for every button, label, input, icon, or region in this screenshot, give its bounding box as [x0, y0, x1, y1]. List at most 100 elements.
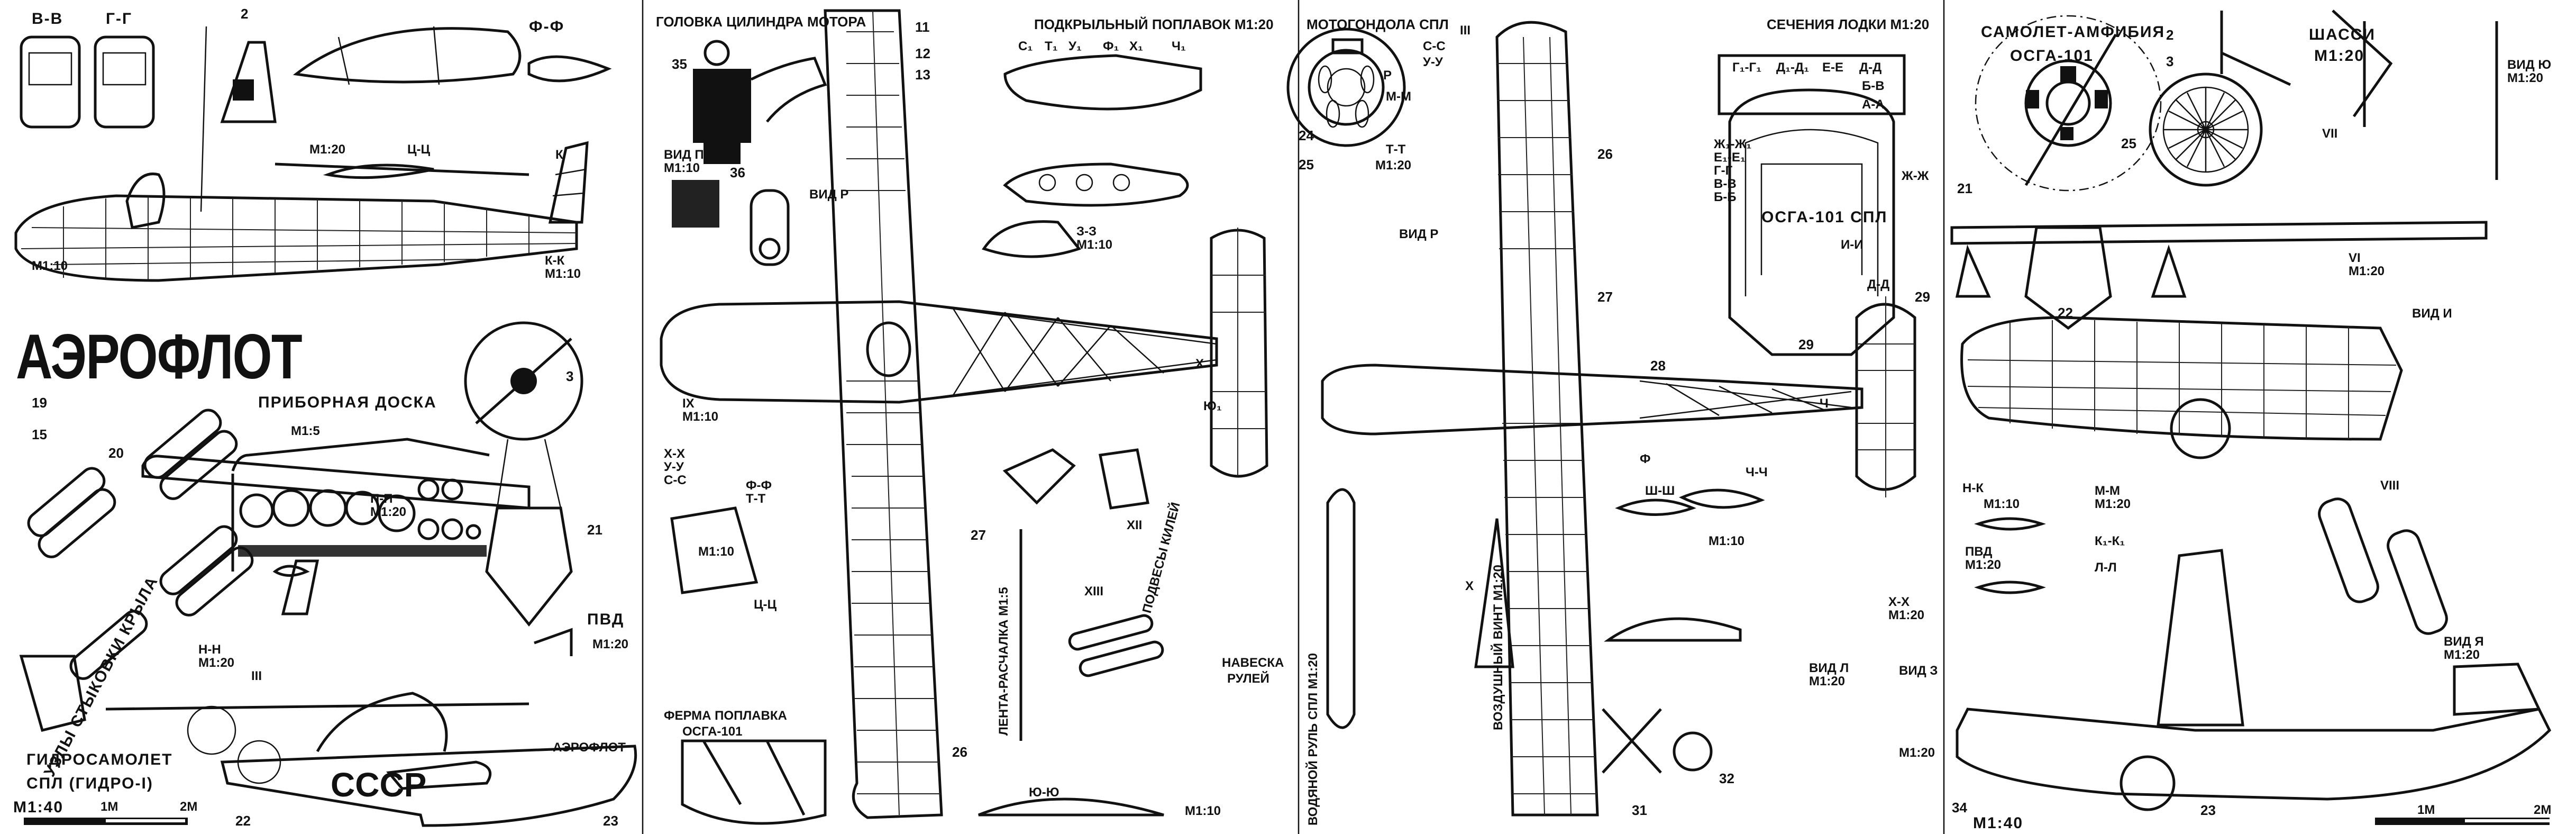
section-label-vv: В-В — [32, 10, 63, 28]
scale-m10: М1:10 — [1709, 534, 1744, 548]
aircraft-subtitle: СПЛ (ГИДРО-I) — [26, 775, 153, 792]
section-nk: Н-К — [1962, 481, 1984, 495]
gauge — [417, 518, 440, 540]
gauge — [441, 518, 463, 540]
view-ya: ВИД Я — [2444, 634, 2484, 649]
float-truss-title: ФЕРМА ПОПЛАВКА — [664, 709, 787, 723]
hydroplane-hull-side — [220, 745, 637, 827]
amphibian-hull-front — [2024, 226, 2112, 330]
hull-section-label: Д-Д — [1867, 277, 1889, 292]
section-chch: Ч-Ч — [1746, 465, 1768, 479]
amphibian-wing-front — [1950, 221, 2488, 245]
cylinder-head-drawing — [693, 40, 827, 164]
tail-fin-lower — [19, 655, 86, 732]
roman-vi-scale: М1:20 — [2349, 264, 2385, 278]
part-number: 20 — [108, 445, 124, 461]
wing-joint-fittings — [27, 409, 254, 680]
part-number: 25 — [1299, 157, 1314, 173]
part-number: 27 — [1597, 289, 1613, 305]
scale-yuyu: М1:10 — [1185, 804, 1221, 818]
view-i: ВИД И — [2412, 306, 2452, 321]
wing-plan-view — [824, 9, 943, 819]
hull-section-label: Г-Г — [1714, 164, 1733, 178]
pilot-figure — [125, 173, 166, 229]
hull-aeroflot: АЭРОФЛОТ — [553, 740, 626, 755]
wing-rib-grid — [846, 10, 940, 815]
strut-fitting — [1602, 708, 1662, 774]
section-cc: С-С — [1423, 39, 1446, 53]
part-number: 15 — [32, 427, 47, 442]
hull-section-label: Ж-Ж — [1901, 169, 1929, 183]
scale-m20b: М1:20 — [1899, 746, 1935, 760]
aircraft-title: ГИДРОСАМОЛЕТ — [26, 751, 172, 768]
part-number: 27 — [971, 527, 986, 543]
section-label-cc: Ц-Ц — [407, 142, 431, 157]
float-side-view — [1003, 54, 1202, 111]
section-cc: С-С — [664, 473, 687, 487]
panel-spl: В-В Г-Г Ф-Ф М1:20 Ц-Ц К М1:10 К-К М1:10 … — [13, 6, 637, 829]
section-label-ff: Ф-Ф — [529, 18, 564, 35]
hull-section-label: В-В — [1714, 177, 1737, 191]
nacelle-section — [670, 506, 759, 594]
pylon-front — [281, 559, 319, 615]
scale-bar: М1:40 1М 2М — [13, 799, 197, 825]
section-nk-scale: М1:10 — [1984, 497, 2020, 511]
scale-kk: М1:10 — [545, 267, 581, 281]
hull-front-view — [485, 506, 573, 627]
roman-xiii: XIII — [1084, 584, 1103, 599]
water-rudder-drawing — [1326, 488, 1356, 729]
panel-spl-plan: МОТОГОНДОЛА СПЛ С-С У-У III М-М Т-Т Р М1… — [1286, 16, 1938, 826]
rudder-hinge-label-1: НАВЕСКА — [1222, 656, 1284, 670]
fuselage-side-view — [14, 194, 578, 282]
view-label-f: Ф — [1640, 452, 1650, 466]
view-r: ВИД Р — [809, 187, 848, 202]
fuselage-frame-grid — [21, 197, 577, 279]
section-tt: Т-Т — [1386, 142, 1406, 157]
part-number: 23 — [603, 813, 618, 829]
station-label: С₁ — [1018, 39, 1033, 53]
view-z: ВИД З — [1899, 664, 1938, 678]
part-number: 35 — [672, 56, 687, 72]
view-yu: ВИД Ю — [2507, 58, 2551, 72]
scale-m20: М1:20 — [1375, 158, 1411, 173]
gauge — [309, 489, 347, 527]
scale-m20: М1:20 — [309, 142, 345, 157]
section-label-kk: К-К — [545, 253, 565, 268]
part-number: 25 — [2121, 135, 2136, 151]
wing-joints-title: УЗЛЫ СТЫКОВКИ КРЫЛА — [41, 573, 161, 779]
part-number: 26 — [1597, 146, 1613, 162]
amphibian-tail — [2453, 663, 2541, 716]
part-number: 23 — [2200, 802, 2216, 818]
float-title: ПОДКРЫЛЬНЫЙ ПОПЛАВОК М1:20 — [1034, 16, 1274, 32]
panel-osga-amphibian: САМОЛЕТ-АМФИБИЯ ОСГА-101 2 3 25 21 22 ША… — [1950, 10, 2551, 832]
part-number: 29 — [1915, 289, 1930, 305]
panel-osga-plan: ГОЛОВКА ЦИЛИНДРА МОТОРА 35 36 11 12 13 2… — [656, 9, 1284, 825]
section-vv-drawing — [20, 35, 81, 129]
water-rudder-label: ВОДЯНОЙ РУЛЬ СПЛ М1:20 — [1305, 653, 1320, 826]
station-label: Х₁ — [1129, 39, 1143, 53]
roman-ix: IX — [682, 396, 695, 411]
wing-plan-view-spl — [1495, 21, 1599, 817]
station-label: Т₁ — [1045, 39, 1058, 53]
scale-bar-1m: 1М — [101, 800, 118, 814]
view-label-iii: III — [251, 669, 262, 683]
roman-viii: VIII — [2380, 478, 2399, 493]
float-truss-subtitle: ОСГА-101 — [682, 724, 742, 739]
part-number: 32 — [1719, 770, 1734, 786]
hull-section-label: Д₁-Д₁ — [1776, 60, 1809, 75]
part-number: 21 — [1957, 180, 1972, 196]
view-label-k: К — [555, 148, 563, 162]
instrument-panel-scale: М1:5 — [291, 424, 320, 438]
section-zz: З-З — [1076, 224, 1097, 239]
roman-yu1: Ю₁ — [1203, 399, 1222, 413]
part-number: 29 — [1798, 337, 1814, 352]
part-number: 2 — [2166, 27, 2173, 43]
gauge — [345, 491, 380, 525]
gauge — [417, 478, 440, 501]
aeroflot-logo: АЭРОФЛОТ — [16, 321, 302, 392]
fuselage-plan-view — [660, 300, 1218, 404]
pvd-label: ПВД — [1965, 545, 1992, 559]
nacelle-front-view — [1286, 28, 1406, 147]
roman-vi: VI — [2349, 251, 2361, 265]
section-cc2: Ц-Ц — [754, 597, 777, 612]
